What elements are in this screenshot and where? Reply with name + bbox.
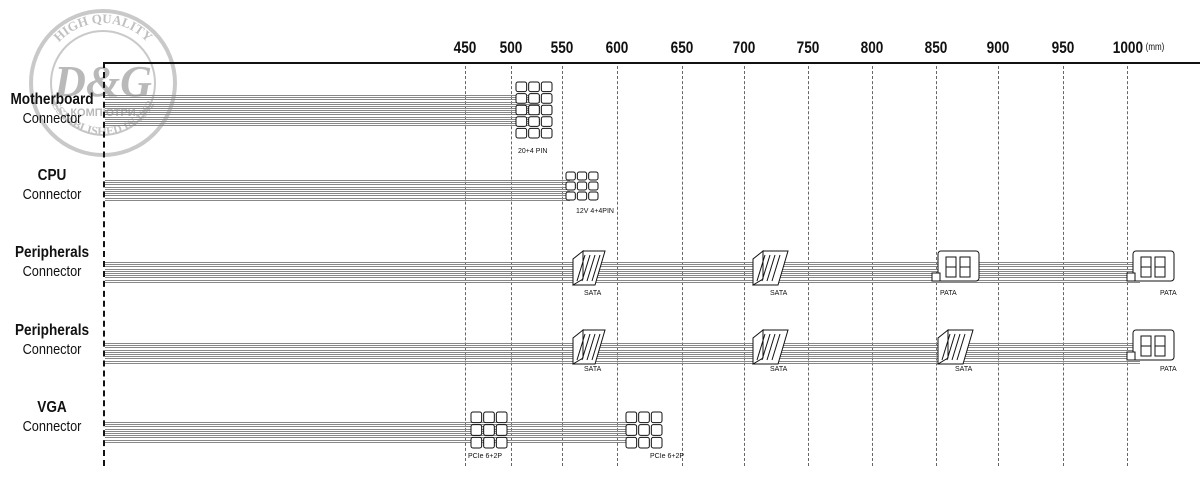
gridline <box>808 66 809 466</box>
length-axis <box>104 62 1200 64</box>
gridline <box>562 66 563 466</box>
cpu-connector-icon <box>560 168 606 211</box>
axis-tick-label: 500 <box>499 38 523 57</box>
axis-tick-label: 1000 <box>1112 38 1144 57</box>
connector-label: 12V 4+4PIN <box>576 208 614 215</box>
pcie-connector-icon <box>620 408 670 459</box>
row-subtitle: Connector <box>22 341 82 358</box>
sata-connector-icon <box>745 324 790 373</box>
connector-label: 20+4 PIN <box>518 148 548 155</box>
sata-connector-icon <box>565 324 607 373</box>
row-title: Motherboard <box>10 91 94 108</box>
connector-label: PATA <box>940 290 957 297</box>
cable-bundle <box>105 262 1140 284</box>
axis-tick-label: 650 <box>670 38 694 57</box>
row-subtitle: Connector <box>22 263 82 280</box>
connector-label: SATA <box>584 290 602 297</box>
gridline <box>682 66 683 466</box>
cable-bundle <box>105 343 1140 365</box>
gridline <box>998 66 999 466</box>
pata-connector-icon <box>1125 245 1180 294</box>
row-title: Peripherals <box>14 322 90 339</box>
axis-tick-label: 900 <box>986 38 1010 57</box>
axis-tick-label: 600 <box>605 38 629 57</box>
connector-label: SATA <box>955 366 973 373</box>
axis-tick-label: 950 <box>1051 38 1075 57</box>
gridline <box>1063 66 1064 466</box>
row-label: CPU Connector <box>10 166 95 204</box>
row-title: VGA <box>37 399 67 416</box>
gridline <box>744 66 745 466</box>
connector-label: PCIe 6+2P <box>650 453 685 460</box>
row-title: Peripherals <box>14 244 90 261</box>
axis-tick-label: 700 <box>732 38 756 57</box>
gridline <box>511 66 512 466</box>
axis-tick-label: 750 <box>796 38 820 57</box>
gridline <box>872 66 873 466</box>
gridline <box>1127 66 1128 466</box>
cable-bundle <box>105 110 540 128</box>
connector-label: PATA <box>1160 366 1177 373</box>
axis-tick-label: 550 <box>550 38 574 57</box>
connector-label: SATA <box>770 290 788 297</box>
sata-connector-icon <box>745 245 790 294</box>
row-subtitle: Connector <box>22 418 82 435</box>
unit-label: (mm) <box>1145 42 1165 53</box>
axis-tick-label: 800 <box>860 38 884 57</box>
gridline <box>936 66 937 466</box>
row-subtitle: Connector <box>22 186 82 203</box>
svg-text:HIGH QUALITY: HIGH QUALITY <box>50 11 156 45</box>
axis-tick-label: 850 <box>924 38 948 57</box>
gridline <box>465 66 466 466</box>
pata-connector-icon <box>930 245 985 294</box>
mb-connector-icon <box>510 78 560 149</box>
pcie-connector-icon <box>465 408 515 459</box>
row-subtitle: Connector <box>22 110 82 127</box>
cable-bundle <box>105 180 570 202</box>
sata-connector-icon <box>930 324 975 373</box>
connector-label: SATA <box>770 366 788 373</box>
sata-connector-icon <box>565 245 607 294</box>
gridline <box>617 66 618 466</box>
origin-line <box>103 62 105 466</box>
connector-label: PATA <box>1160 290 1177 297</box>
connector-label: PCIe 6+2P <box>468 453 503 460</box>
row-label: VGA Connector <box>10 398 95 436</box>
pata-connector-icon <box>1125 324 1180 373</box>
connector-label: SATA <box>584 366 602 373</box>
axis-tick-label: 450 <box>453 38 477 57</box>
row-title: CPU <box>37 167 67 184</box>
cable-bundle <box>105 422 630 444</box>
